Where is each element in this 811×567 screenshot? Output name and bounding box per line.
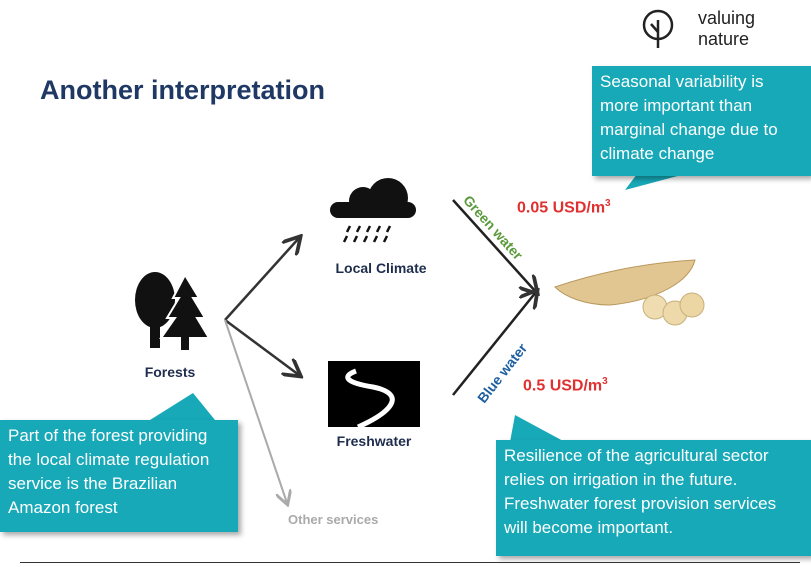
forest-icon [135,272,211,350]
rain-cloud-icon [330,178,416,243]
callout-seasonal-variability: Seasonal variability is more important t… [592,66,811,176]
page-title: Another interpretation [40,75,326,105]
logo-line-2: nature [698,29,750,49]
blue-water-price-value: 0.5 USD/m [523,377,603,395]
arrow-to-other [224,319,287,503]
arrow-green-water [452,199,536,292]
river-icon [328,361,420,427]
callout-amazon-forest: Part of the forest providing the local c… [0,420,238,532]
arrow-to-climate [224,238,299,321]
arrow-to-freshwater [224,318,299,375]
arrow-blue-water [452,292,536,396]
unit-exponent: 3 [602,376,608,387]
blue-water-price: 0.5 USD/m3 [523,376,608,395]
callout-agricultural-resilience: Resilience of the agricultural sector re… [496,440,811,556]
soybean-image [554,259,705,326]
green-water-price: 0.05 USD/m3 [517,198,611,217]
forests-label: Forests [144,364,196,380]
footer-divider [20,562,800,563]
unit-exponent: 3 [605,198,611,209]
local-climate-label: Local Climate [335,260,427,276]
logo-line-1: valuing [698,8,756,28]
green-water-price-value: 0.05 USD/m [517,199,606,217]
tree-icon [642,9,674,48]
other-services-label: Other services [288,512,379,527]
freshwater-label: Freshwater [336,433,412,449]
